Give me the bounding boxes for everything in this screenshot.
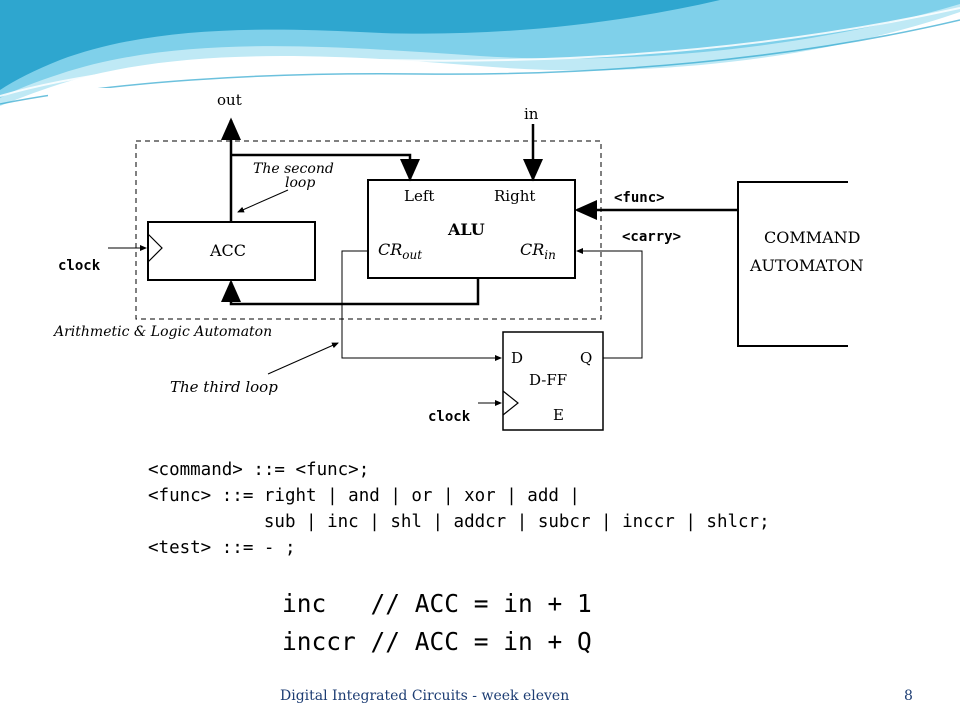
clock-label-dff: clock xyxy=(428,409,471,425)
dff-d-label: D xyxy=(511,349,523,367)
acc-label: ACC xyxy=(209,241,246,260)
alu-right-label: Right xyxy=(494,187,535,205)
command-automaton-label-line2: AUTOMATON xyxy=(749,256,864,275)
command-automaton-box xyxy=(737,181,848,347)
alu-box xyxy=(367,179,576,279)
cr-in-main: CR xyxy=(520,240,544,259)
arith-logic-automaton-label: Arithmetic & Logic Automaton xyxy=(52,324,272,340)
cr-out-sub: out xyxy=(402,248,422,262)
circuit-svg: out in The second loop Left Right ALU CR… xyxy=(52,91,864,431)
comment-line-inccr: inccr // ACC = in + Q xyxy=(282,627,592,656)
carry-label: <carry> xyxy=(622,229,681,245)
header-wave-decoration xyxy=(0,0,960,106)
dff-label: D-FF xyxy=(529,371,567,389)
grammar-line-test: <test> ::= - ; xyxy=(148,538,296,558)
alu-left-label: Left xyxy=(404,187,434,205)
second-loop-label-line2: loop xyxy=(285,175,315,191)
in-label: in xyxy=(524,105,539,123)
grammar-line-func-continued: sub | inc | shl | addcr | subcr | inccr … xyxy=(148,512,770,532)
arith-logic-boundary xyxy=(135,140,602,320)
circuit-diagram: out in The second loop Left Right ALU CR… xyxy=(48,88,900,432)
dff-q-label: Q xyxy=(580,349,592,367)
dff-e-label: E xyxy=(553,406,564,424)
third-loop-label: The third loop xyxy=(170,378,278,396)
grammar-line-func: <func> ::= right | and | or | xor | add … xyxy=(148,486,580,506)
cr-in-sub: in xyxy=(544,248,556,262)
acc-clock-triangle xyxy=(147,233,163,263)
cr-out-label: CRout xyxy=(378,240,422,262)
grammar-code-block: <command> ::= <func>; <func> ::= right |… xyxy=(140,455,820,560)
alu-label: ALU xyxy=(447,220,485,239)
footer-title: Digital Integrated Circuits - week eleve… xyxy=(280,688,570,704)
page-number: 8 xyxy=(904,688,913,704)
grammar-line-command: <command> ::= <func>; xyxy=(148,460,370,480)
func-label: <func> xyxy=(614,190,665,206)
comment-line-inc: inc // ACC = in + 1 xyxy=(282,589,592,618)
dff-box xyxy=(502,331,604,431)
second-loop-label-line1: The second xyxy=(253,161,334,177)
cr-out-main: CR xyxy=(378,240,402,259)
cr-in-label: CRin xyxy=(520,240,556,262)
out-label: out xyxy=(217,91,242,109)
command-automaton-label-line1: COMMAND xyxy=(764,228,861,247)
dff-clock-triangle xyxy=(502,390,519,416)
acc-box xyxy=(147,221,316,281)
clock-label-acc: clock xyxy=(58,258,101,274)
instruction-comments-block: inc // ACC = in + 1 inccr // ACC = in + … xyxy=(278,585,630,663)
